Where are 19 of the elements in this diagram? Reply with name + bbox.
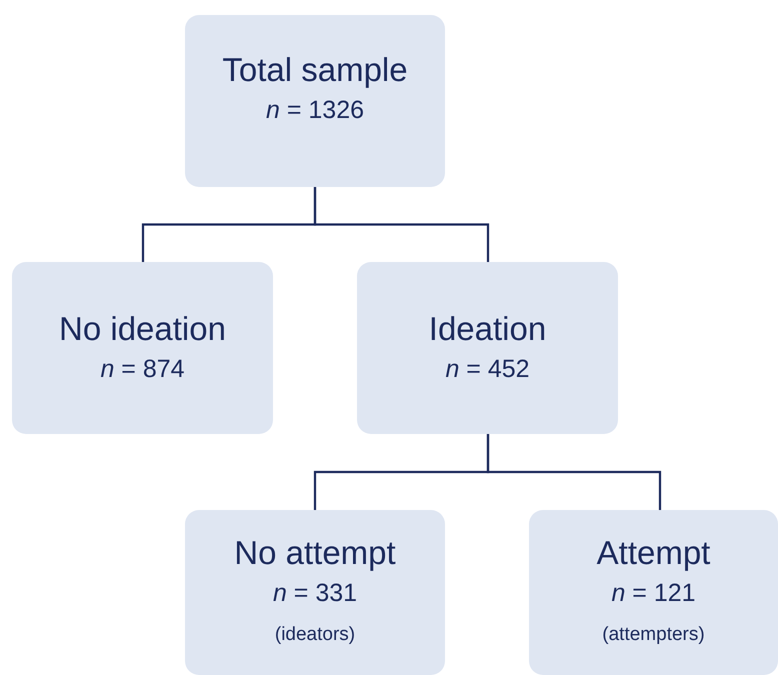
connector-line — [486, 434, 662, 510]
category-box — [529, 510, 778, 675]
sample-size: n = 331 — [272, 578, 358, 608]
category-box — [12, 262, 273, 434]
sample-size: n = 874 — [99, 354, 186, 384]
category-box — [185, 510, 445, 675]
category-title: Ideation — [428, 310, 548, 348]
sample-size: n = 121 — [610, 578, 697, 608]
sample-size: n = 452 — [444, 354, 531, 384]
category-title: No ideation — [58, 310, 227, 348]
category-title: No attempt — [233, 534, 397, 572]
category-box — [185, 15, 445, 187]
category-title: Total sample — [221, 51, 409, 89]
group-note: (attempters) — [601, 623, 706, 647]
category-box — [357, 262, 618, 434]
category-title: Attempt — [596, 534, 712, 572]
group-note: (ideators) — [274, 623, 356, 647]
sample-size: n = 1326 — [264, 95, 365, 125]
connector-line — [314, 187, 490, 262]
